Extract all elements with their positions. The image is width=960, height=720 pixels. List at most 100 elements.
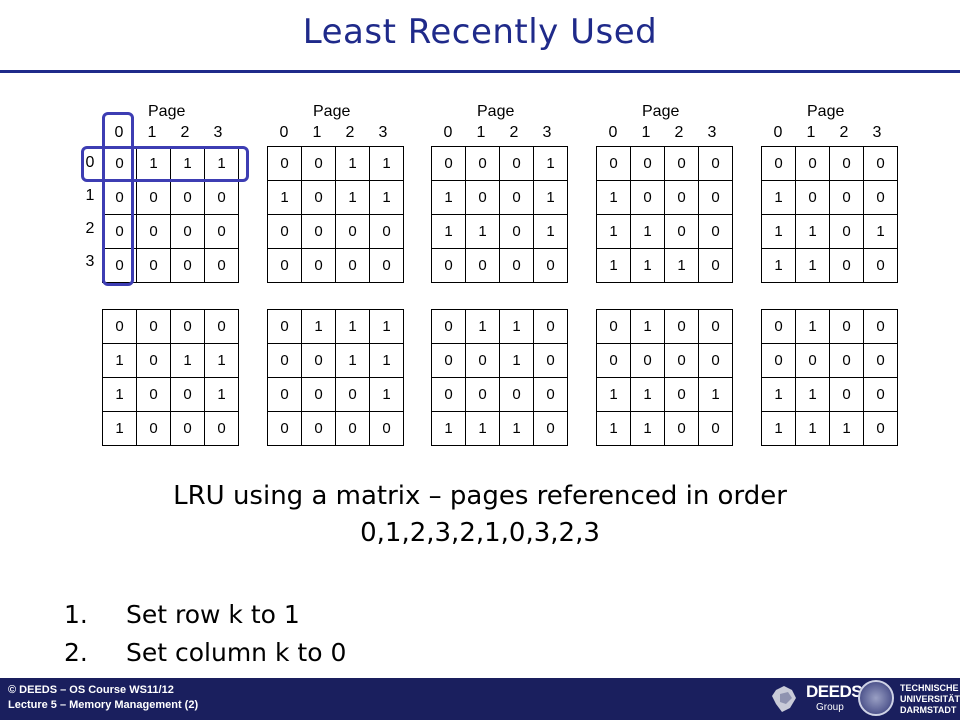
matrix-cell: 1 xyxy=(795,248,830,283)
matrix-cell: 0 xyxy=(267,309,302,344)
matrix-cell: 0 xyxy=(761,146,796,181)
matrix-cell: 0 xyxy=(863,248,898,283)
column-label: 2 xyxy=(674,124,684,141)
page-label: Page xyxy=(642,103,680,120)
matrix-cell: 1 xyxy=(369,377,404,412)
matrix-cell: 1 xyxy=(596,248,631,283)
footer-lecture: Lecture 5 – Memory Management (2) xyxy=(8,699,199,711)
matrix-cell: 0 xyxy=(596,146,631,181)
matrix-cell: 0 xyxy=(761,343,796,378)
matrix-cell: 1 xyxy=(335,309,370,344)
matrix-cell: 0 xyxy=(533,377,568,412)
column-label: 0 xyxy=(114,124,124,141)
matrix-cell: 0 xyxy=(335,411,370,446)
column-label: 3 xyxy=(542,124,552,141)
matrix-cell: 0 xyxy=(499,214,534,249)
matrix-cell: 0 xyxy=(136,180,171,215)
matrix-cell: 0 xyxy=(596,309,631,344)
matrix-cell: 0 xyxy=(465,343,500,378)
matrix-cell: 0 xyxy=(533,309,568,344)
matrix-cell: 1 xyxy=(533,214,568,249)
slide-title: Least Recently Used xyxy=(302,12,658,52)
matrix-cell: 0 xyxy=(698,309,733,344)
matrix-cell: 0 xyxy=(431,377,466,412)
matrix-cell: 0 xyxy=(829,214,864,249)
matrix-cell: 1 xyxy=(170,343,205,378)
caption-line-1: LRU using a matrix – pages referenced in… xyxy=(173,481,787,511)
column-label: 3 xyxy=(378,124,388,141)
matrix-cell: 0 xyxy=(499,180,534,215)
matrix-cell: 0 xyxy=(369,411,404,446)
matrix-cell: 1 xyxy=(795,411,830,446)
column-label: 0 xyxy=(443,124,453,141)
matrix-cell: 1 xyxy=(301,309,336,344)
matrix-cell: 0 xyxy=(829,343,864,378)
matrix-cell: 0 xyxy=(465,146,500,181)
matrix-cell: 1 xyxy=(369,180,404,215)
column-label: 1 xyxy=(312,124,322,141)
matrix-cell: 1 xyxy=(465,309,500,344)
matrix-cell: 0 xyxy=(267,343,302,378)
matrix-cell: 0 xyxy=(369,248,404,283)
column-label: 1 xyxy=(806,124,816,141)
matrix-cell: 0 xyxy=(204,248,239,283)
caption-line-2: 0,1,2,3,2,1,0,3,2,3 xyxy=(360,518,600,548)
matrix-cell: 0 xyxy=(499,248,534,283)
title-divider xyxy=(0,70,960,73)
column-label: 2 xyxy=(839,124,849,141)
matrix-cell: 1 xyxy=(761,411,796,446)
matrix-cell: 0 xyxy=(630,180,665,215)
column-label: 3 xyxy=(872,124,882,141)
matrix-cell: 0 xyxy=(596,343,631,378)
matrix-cell: 0 xyxy=(465,248,500,283)
highlight-row-0 xyxy=(81,146,249,182)
column-label: 1 xyxy=(476,124,486,141)
matrix-cell: 1 xyxy=(533,180,568,215)
matrix-cell: 0 xyxy=(267,146,302,181)
matrix-cell: 0 xyxy=(170,377,205,412)
matrix-cell: 0 xyxy=(829,309,864,344)
column-label: 3 xyxy=(213,124,223,141)
matrix-cell: 0 xyxy=(465,180,500,215)
highlight-column-0 xyxy=(102,112,134,286)
matrix-cell: 1 xyxy=(596,214,631,249)
matrix-cell: 0 xyxy=(795,146,830,181)
matrix-cell: 1 xyxy=(863,214,898,249)
matrix-cell: 1 xyxy=(761,377,796,412)
matrix-cell: 1 xyxy=(664,248,699,283)
matrix-cell: 1 xyxy=(267,180,302,215)
matrix-cell: 0 xyxy=(431,248,466,283)
matrix-cell: 1 xyxy=(698,377,733,412)
matrix-cell: 1 xyxy=(335,343,370,378)
row-label: 0 xyxy=(85,154,95,171)
column-label: 2 xyxy=(509,124,519,141)
matrix-cell: 0 xyxy=(664,411,699,446)
matrix-cell: 0 xyxy=(465,377,500,412)
matrix-cell: 0 xyxy=(431,146,466,181)
column-label: 0 xyxy=(608,124,618,141)
matrix-cell: 0 xyxy=(698,343,733,378)
university-name-line-2: UNIVERSITÄT xyxy=(900,694,960,704)
matrix-cell: 1 xyxy=(630,248,665,283)
matrix-cell: 0 xyxy=(301,411,336,446)
matrix-cell: 0 xyxy=(170,309,205,344)
matrix-cell: 0 xyxy=(664,377,699,412)
column-label: 2 xyxy=(180,124,190,141)
matrix-cell: 0 xyxy=(267,214,302,249)
matrix-cell: 0 xyxy=(267,248,302,283)
step-number: 2. xyxy=(64,638,88,667)
university-name-line-3: DARMSTADT xyxy=(900,705,957,715)
matrix-cell: 0 xyxy=(698,180,733,215)
matrix-cell: 1 xyxy=(465,214,500,249)
deeds-logo-text: DEEDS xyxy=(806,682,863,701)
matrix-cell: 1 xyxy=(499,309,534,344)
row-label: 2 xyxy=(85,220,95,237)
matrix-cell: 0 xyxy=(204,180,239,215)
matrix-cell: 0 xyxy=(698,411,733,446)
